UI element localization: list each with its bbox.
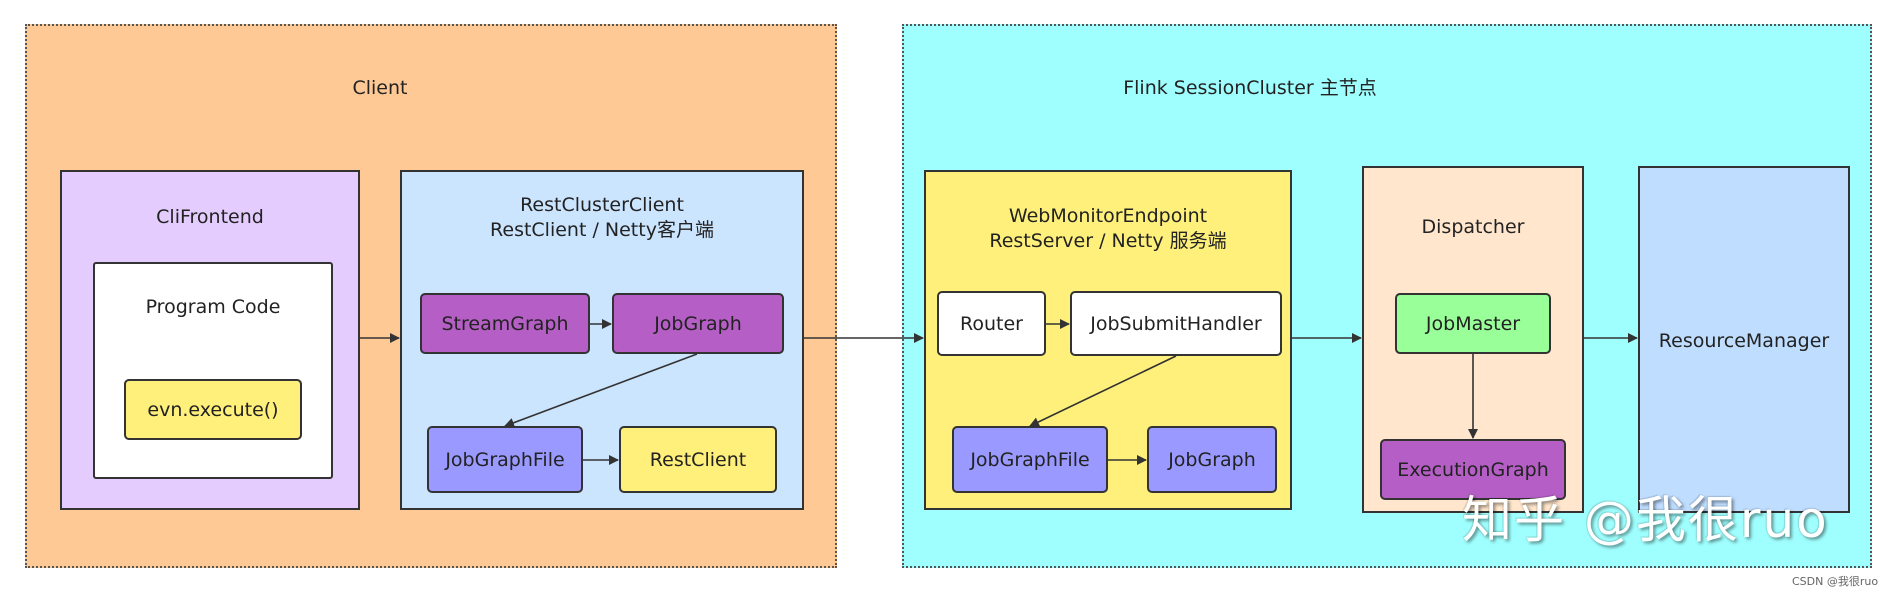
cluster-zone-title: Flink SessionCluster 主节点 (1123, 77, 1377, 99)
job-graph-file-node-server: JobGraphFile (952, 426, 1108, 493)
dispatcher-title: Dispatcher (1421, 216, 1525, 238)
cli-frontend-title: CliFrontend (156, 206, 264, 228)
program-code-title: Program Code (145, 296, 281, 318)
rest-client-node: RestClient (619, 426, 777, 493)
stream-graph-node: StreamGraph (420, 293, 590, 354)
web-monitor-endpoint-title-line1: WebMonitorEndpoint (1008, 205, 1208, 227)
job-graph-node-server: JobGraph (1147, 426, 1277, 493)
client-zone-title: Client (352, 77, 408, 99)
job-master-node: JobMaster (1395, 293, 1551, 354)
rest-cluster-client-title-line2: RestClient / Netty客户端 (490, 219, 714, 241)
execution-graph-node: ExecutionGraph (1380, 439, 1566, 500)
router-node: Router (937, 291, 1046, 356)
resource-manager-box (1638, 166, 1850, 513)
rest-cluster-client-title-line1: RestClusterClient (520, 194, 684, 216)
csdn-credit: CSDN @我很ruo (1792, 575, 1879, 588)
web-monitor-endpoint-title-line2: RestServer / Netty 服务端 (989, 230, 1227, 252)
job-graph-file-node-client: JobGraphFile (427, 426, 583, 493)
web-monitor-endpoint-title: WebMonitorEndpoint RestServer / Netty 服务… (924, 204, 1292, 254)
job-graph-node-client: JobGraph (612, 293, 784, 354)
program-code-box (93, 262, 333, 479)
zhihu-watermark: 知乎 @我很ruo (1462, 491, 1829, 549)
resource-manager-title: ResourceManager (1658, 330, 1830, 352)
evn-execute-node: evn.execute() (124, 379, 302, 440)
rest-cluster-client-title: RestClusterClient RestClient / Netty客户端 (400, 193, 804, 243)
job-submit-handler-node: JobSubmitHandler (1070, 291, 1282, 356)
